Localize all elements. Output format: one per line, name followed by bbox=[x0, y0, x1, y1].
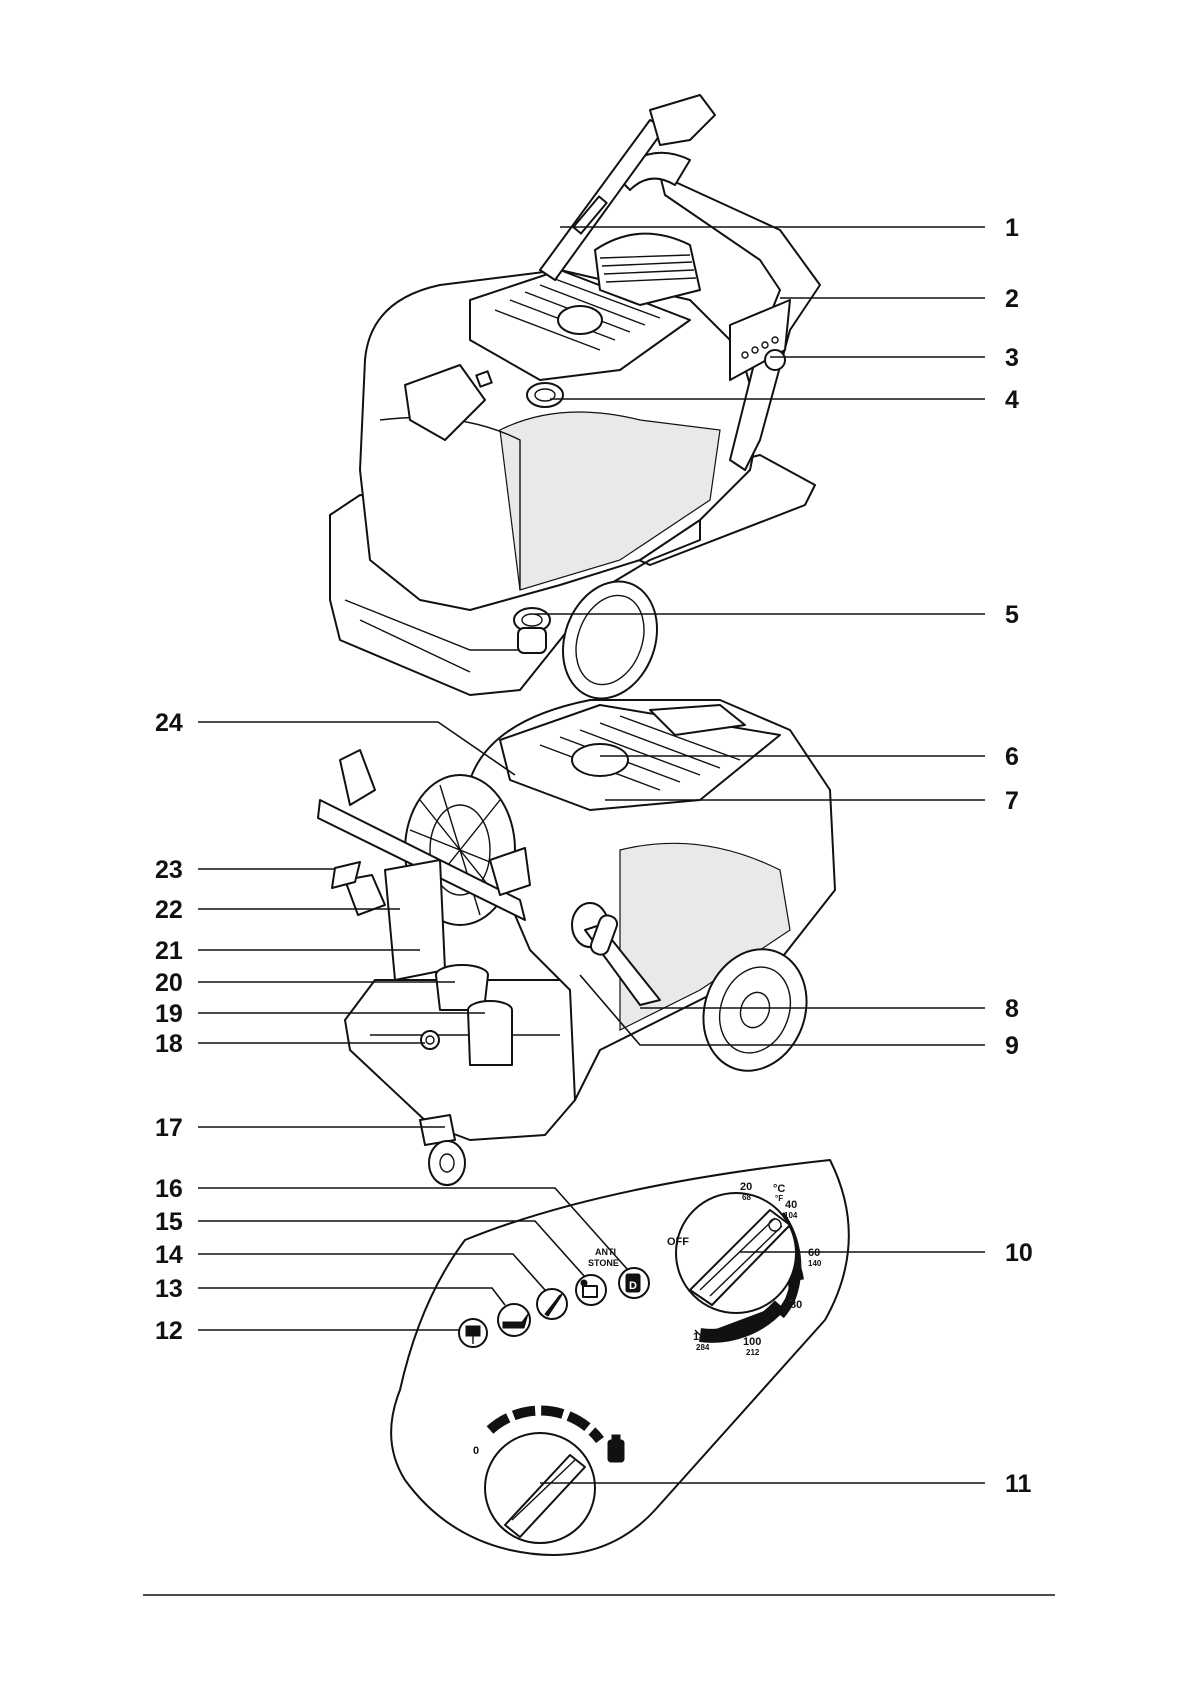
callout-15: 15 bbox=[155, 1208, 183, 1236]
callout-8: 8 bbox=[1005, 995, 1019, 1023]
detergent-can-cap bbox=[611, 1434, 621, 1441]
leader-9 bbox=[579, 974, 985, 1046]
callout-numbers: 1 2 3 4 5 6 7 8 9 10 11 12 13 14 15 16 1… bbox=[155, 214, 1033, 1498]
dial-off-label: OFF bbox=[667, 1236, 689, 1248]
callout-2: 2 bbox=[1005, 285, 1019, 313]
callout-10: 10 bbox=[1005, 1239, 1033, 1267]
callout-1: 1 bbox=[1005, 214, 1019, 242]
dial-mark-60c: 60 bbox=[808, 1247, 820, 1259]
callout-16: 16 bbox=[155, 1175, 183, 1203]
callout-20: 20 bbox=[155, 969, 183, 997]
dial-mark-104f: 104 bbox=[784, 1211, 798, 1220]
temperature-dial[interactable]: OFF 20 68 °C °F 40 104 60 140 80 100 212… bbox=[667, 1181, 822, 1357]
callout-19: 19 bbox=[155, 1000, 183, 1028]
callout-7: 7 bbox=[1005, 787, 1019, 815]
machine-rear-view bbox=[329, 94, 821, 700]
leader-15 bbox=[198, 1220, 586, 1278]
machine-front-view bbox=[317, 699, 836, 1186]
dial-mark-80c: 80 bbox=[790, 1299, 802, 1311]
leader-13 bbox=[198, 1287, 506, 1306]
callout-4: 4 bbox=[1005, 386, 1019, 414]
leader-16 bbox=[198, 1187, 629, 1271]
callout-9: 9 bbox=[1005, 1032, 1019, 1060]
dial-mark-140f: 140 bbox=[808, 1259, 822, 1268]
callout-6: 6 bbox=[1005, 743, 1019, 771]
callout-3: 3 bbox=[1005, 344, 1019, 372]
callout-21: 21 bbox=[155, 937, 183, 965]
callout-23: 23 bbox=[155, 856, 183, 884]
anti-stone-tank-icon bbox=[575, 1274, 607, 1306]
leader-24 bbox=[198, 721, 516, 776]
dial-mark-40c: 40 bbox=[785, 1199, 797, 1211]
oil-can-icon bbox=[497, 1303, 531, 1337]
indicator-lamps: ANTI STONE D bbox=[458, 1247, 650, 1348]
leader-lines bbox=[198, 226, 985, 1484]
dial-mark-212f: 212 bbox=[746, 1348, 760, 1357]
dial-unit-c: °C bbox=[773, 1183, 785, 1195]
callout-17: 17 bbox=[155, 1114, 183, 1142]
callout-11: 11 bbox=[1005, 1470, 1032, 1498]
detergent-can-icon bbox=[607, 1439, 625, 1463]
anti-stone-label-line2: STONE bbox=[588, 1258, 619, 1268]
dial-mark-140c: 140 bbox=[693, 1331, 711, 1343]
dial-unit-f: °F bbox=[775, 1194, 783, 1203]
callout-22: 22 bbox=[155, 896, 183, 924]
dial-mark-100c: 100 bbox=[743, 1336, 761, 1348]
callout-18: 18 bbox=[155, 1030, 183, 1058]
callout-12: 12 bbox=[155, 1317, 183, 1345]
callout-24: 24 bbox=[155, 709, 183, 737]
dial-mark-284f: 284 bbox=[696, 1343, 710, 1352]
diesel-fuel-icon: D bbox=[618, 1267, 650, 1299]
detergent-dial[interactable]: 0 bbox=[473, 1405, 625, 1544]
callout-5: 5 bbox=[1005, 601, 1019, 629]
callout-13: 13 bbox=[155, 1275, 183, 1303]
dial-mark-68f: 68 bbox=[742, 1193, 751, 1202]
leader-14 bbox=[198, 1253, 546, 1291]
wrench-icon bbox=[536, 1288, 568, 1320]
anti-stone-label-line1: ANTI bbox=[595, 1247, 616, 1257]
dial-zero-label: 0 bbox=[473, 1445, 479, 1457]
dial-mark-20c: 20 bbox=[740, 1181, 752, 1193]
control-panel-detail: OFF 20 68 °C °F 40 104 60 140 80 100 212… bbox=[390, 1159, 850, 1556]
power-plug-icon bbox=[458, 1318, 488, 1348]
callout-14: 14 bbox=[155, 1241, 183, 1269]
fuel-letter: D bbox=[629, 1280, 637, 1292]
